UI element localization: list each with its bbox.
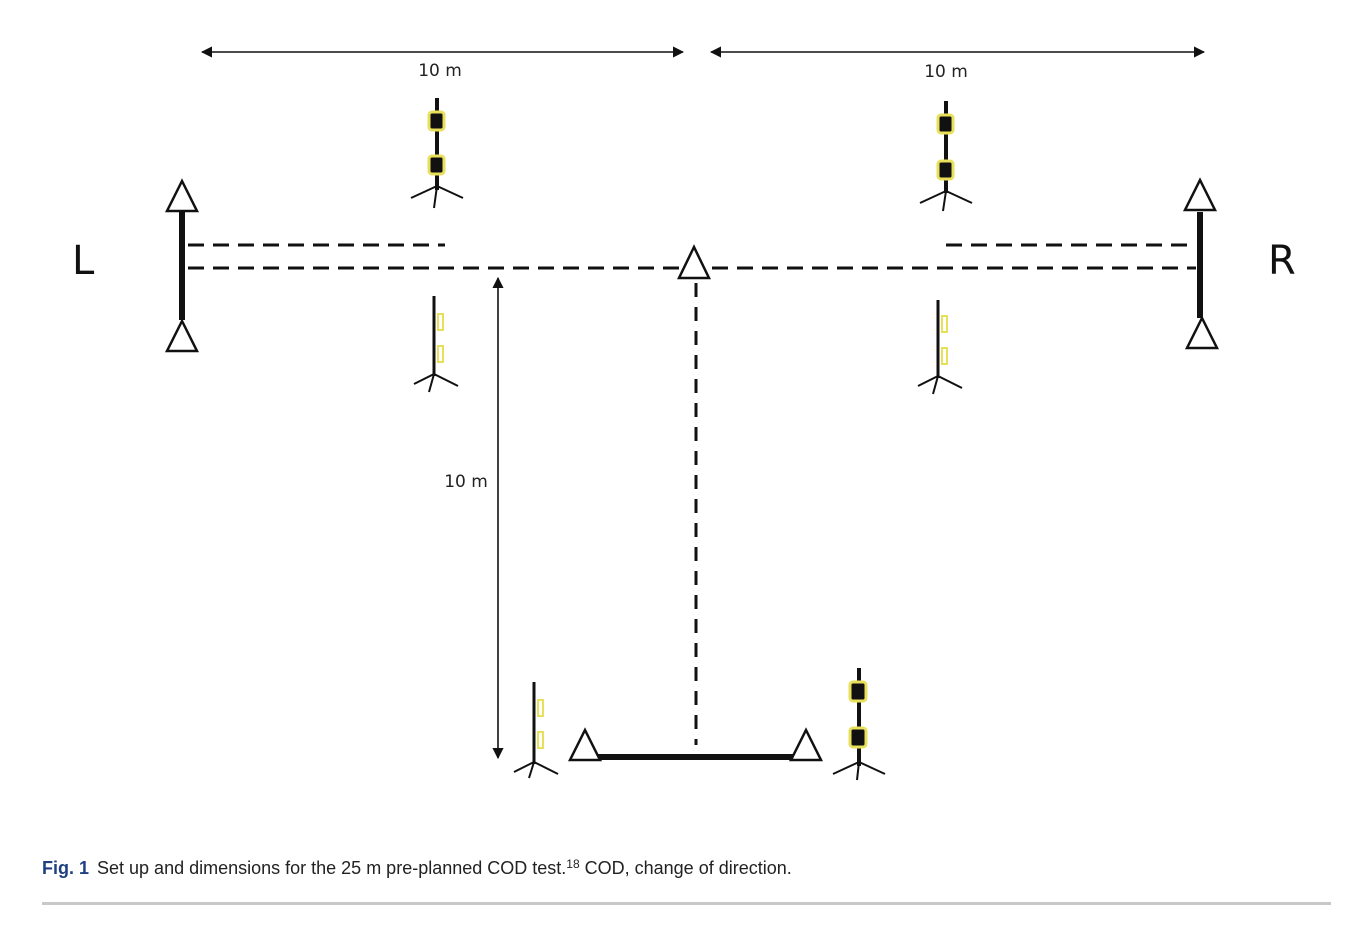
cone-icon — [1182, 177, 1218, 212]
dimension-label-vertical: 10 m — [444, 472, 488, 492]
reflector-icon — [413, 296, 459, 393]
cone-icon — [164, 178, 200, 213]
figure-label: Fig. 1 — [42, 858, 90, 878]
reflector-icon — [917, 300, 963, 395]
caption-text-after: COD, change of direction. — [579, 858, 792, 878]
reflector-icon — [513, 682, 559, 779]
cone-icon — [567, 727, 603, 762]
cone-icon — [788, 727, 824, 762]
timing-gate-icon — [832, 668, 886, 781]
cone-icon — [677, 244, 711, 280]
cone-icon — [164, 318, 200, 353]
cod-test-diagram: 10 m 10 m L R 10 m — [72, 46, 1296, 781]
left-side-label: L — [72, 238, 95, 284]
timing-gate-icon — [410, 98, 464, 209]
caption-reference: 18 — [566, 857, 580, 871]
caption-divider — [42, 902, 1331, 905]
dimension-label-top-left: 10 m — [418, 61, 462, 81]
right-side-label: R — [1268, 238, 1296, 284]
dimension-label-top-right: 10 m — [924, 62, 968, 82]
figure-caption: Fig. 1 Set up and dimensions for the 25 m… — [42, 858, 792, 879]
caption-text: Set up and dimensions for the 25 m pre-p… — [97, 858, 567, 878]
cone-icon — [1184, 315, 1220, 350]
timing-gate-icon — [919, 101, 973, 212]
